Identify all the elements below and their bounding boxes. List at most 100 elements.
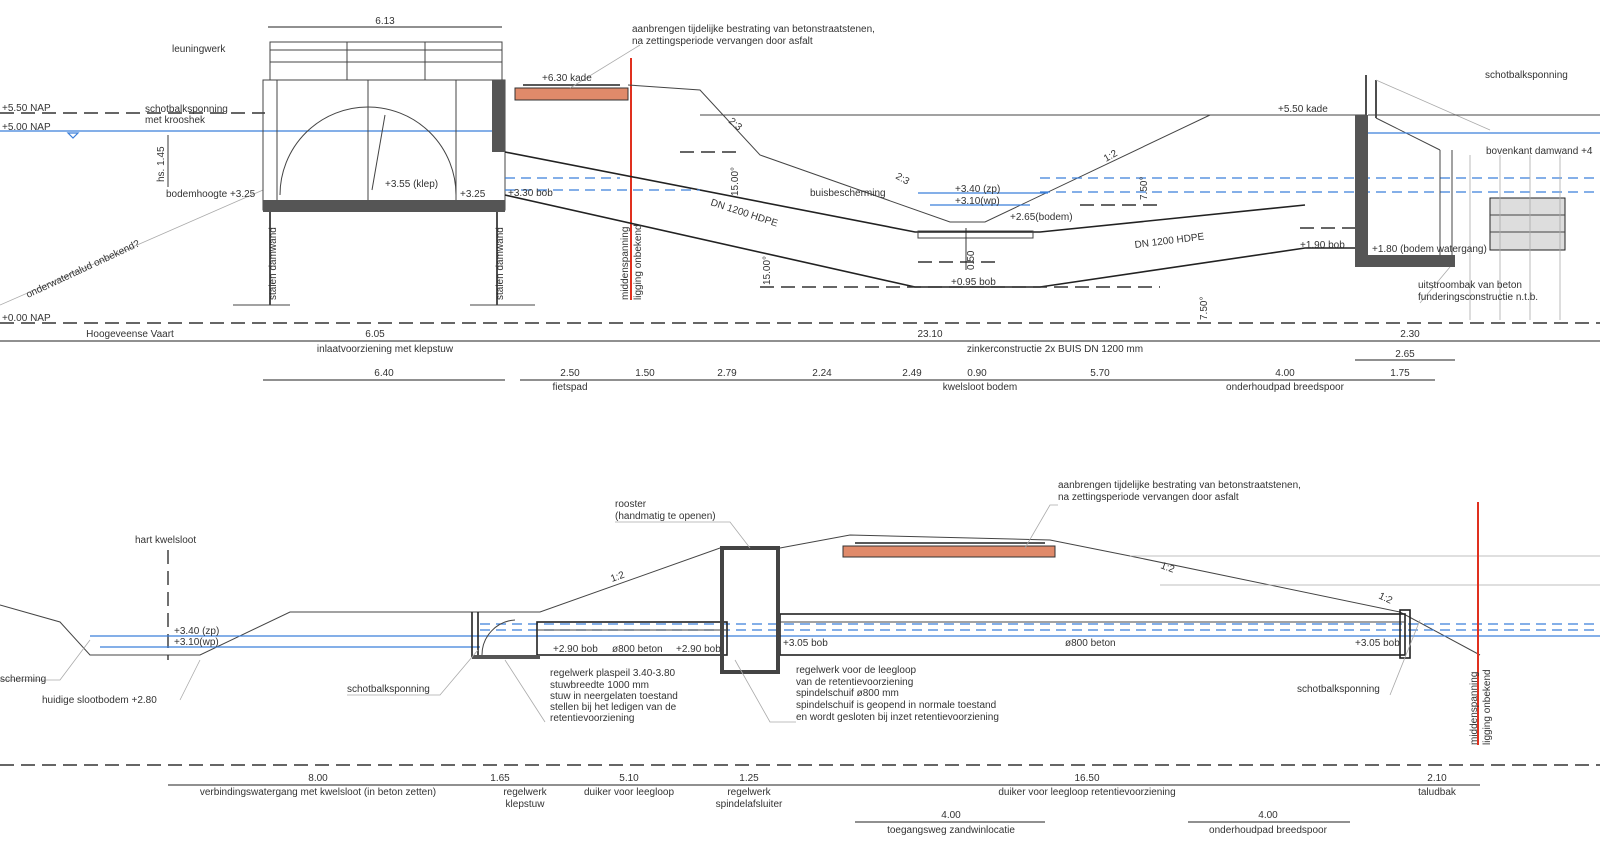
ground-profile-bottom [0, 534, 1481, 656]
label-beton-a: ø800 beton [612, 644, 663, 655]
level-zp-bottom: +3.40 (zp) [174, 626, 219, 637]
level-zp: +3.40 (zp) [955, 184, 1000, 195]
dim-label-klep-1: regelwerk [503, 787, 547, 798]
label-hart-kwelsloot: hart kwelsloot [135, 535, 196, 546]
level-wp: +3.10(wp) [955, 196, 1000, 207]
dim-label-vaart: Hoogeveense Vaart [86, 329, 174, 340]
label-uitstroom-2: funderingsconstructie n.t.b. [1418, 292, 1538, 303]
dim-label-onderhoudpad: onderhoudpad breedspoor [1226, 382, 1345, 393]
dim-label-fietspad: fietspad [552, 382, 587, 393]
label-rooster-2: (handmatig te openen) [615, 511, 716, 522]
dim-label-inlaat: inlaatvoorziening met klepstuw [317, 344, 454, 355]
pipe-protection [917, 230, 1034, 239]
dim-label-zinker: zinkerconstructie 2x BUIS DN 1200 mm [967, 344, 1143, 355]
dim-label-duiker: duiker voor leegloop [584, 787, 674, 798]
pipe-top-line [504, 151, 1306, 233]
pipe-label-right: DN 1200 HDPE [1134, 231, 1205, 250]
level-bob-290-b: +2.90 bob [676, 644, 721, 655]
label-schotbalk-2: met krooshek [145, 115, 206, 126]
slope-2-3-a: 2:3 [726, 116, 744, 134]
dim-250: 2.50 [560, 368, 580, 379]
angle-15-a: 15.00° [730, 167, 741, 196]
paving-bottom [842, 545, 1056, 558]
dim-640: 6.40 [374, 368, 394, 379]
pipe-800-left [536, 621, 728, 656]
level-325: +3.25 [460, 189, 486, 200]
label-damwand-1: stalen damwand [268, 227, 279, 300]
angle-75-a: 7.50° [1139, 177, 1150, 200]
dim-1650: 16.50 [1074, 773, 1099, 784]
bottom-section: aanbrengen tijdelijke bestrating van bet… [0, 480, 1600, 836]
dim-800: 8.00 [308, 773, 328, 784]
dim-570: 5.70 [1090, 368, 1110, 379]
level-kade-550: +5.50 kade [1278, 104, 1328, 115]
level-klep: +3.55 (klep) [385, 179, 438, 190]
label-slootbodem: huidige slootbodem +2.80 [42, 695, 157, 706]
dim-label-toegang: toegangsweg zandwinlocatie [887, 825, 1015, 836]
spindle-shaft [720, 546, 780, 674]
level-kade-630: +6.30 kade [542, 73, 592, 84]
label-buisbescherming: buisbescherming [810, 188, 886, 199]
paving-note-2: na zettingsperiode vervangen door asfalt [632, 36, 813, 47]
level-bob-290-a: +2.90 bob [553, 644, 598, 655]
regelwerk-note-2: van de retentievoorziening [796, 677, 913, 688]
regelwerk-note-1: regelwerk plaspeil 3.40-3.80 [550, 668, 676, 679]
label-cable-bottom-1: middenspanning [1469, 672, 1480, 745]
dim-605: 6.05 [365, 329, 385, 340]
level-bodem: +2.65(bodem) [1010, 212, 1073, 223]
dim-230: 2.30 [1400, 329, 1420, 340]
dim-265: 2.65 [1395, 349, 1415, 360]
dim-label-duiker-ret: duiker voor leegloop retentievoorziening [998, 787, 1175, 798]
paving-note-1: aanbrengen tijdelijke bestrating van bet… [632, 24, 875, 35]
regelwerk-note-2: en wordt gesloten bij inzet retentievoor… [796, 712, 999, 723]
label-schotbalk-right: schotbalksponning [1485, 70, 1568, 81]
dim-224: 2.24 [812, 368, 832, 379]
dim-label-spindel-1: regelwerk [727, 787, 771, 798]
dim-175: 1.75 [1390, 368, 1410, 379]
regelwerk-note-2: spindelschuif is geopend in normale toes… [796, 700, 996, 711]
dim-279: 2.79 [717, 368, 737, 379]
level-bob-305-b: +3.05 bob [1355, 638, 1400, 649]
regelwerk-note-1: stuw in neergelaten toestand [550, 691, 678, 702]
regelwerk-note-2: regelwerk voor de leegloop [796, 665, 917, 676]
dim-150: 1.50 [635, 368, 655, 379]
label-bodemhoogte: bodemhoogte +3.25 [166, 189, 256, 200]
label-cable-2: ligging onbekend [633, 224, 644, 300]
label-beton-b: ø800 beton [1065, 638, 1116, 649]
label-schotbalk-bottom-right: schotbalksponning [1297, 684, 1380, 695]
dim-050: 0.50 [966, 250, 977, 270]
label-cable-1: middenspanning [620, 227, 631, 300]
label-rooster-1: rooster [615, 499, 647, 510]
dim-400-a: 4.00 [941, 810, 961, 821]
dim-2310: 23.10 [917, 329, 942, 340]
angle-75-b: 7.50° [1199, 297, 1210, 320]
dim-400: 4.00 [1275, 368, 1295, 379]
slope-2-3-b: 2:3 [894, 171, 912, 188]
slope-1-2-c: 1:2 [1377, 591, 1395, 607]
dim-label-verbinding: verbindingswatergang met kwelsloot (in b… [200, 787, 436, 798]
label-leuningwerk: leuningwerk [172, 44, 226, 55]
top-section: 6.13 leuningwerk aanbrengen tijdelijke b… [0, 16, 1600, 393]
dim-width-structure: 6.13 [375, 16, 395, 27]
dim-510: 5.10 [619, 773, 639, 784]
regelwerk-note-2: spindelschuif ø800 mm [796, 688, 899, 699]
dim-label-kwelsloot: kwelsloot bodem [943, 382, 1017, 393]
embankment-profile [627, 84, 1211, 223]
level-bob-095: +0.95 bob [951, 277, 996, 288]
level-bob-190: +1.90 bob [1300, 240, 1345, 251]
level-nap-000: +0.00 NAP [2, 313, 51, 324]
water-level-marker-icon [66, 132, 80, 139]
dim-label-spindel-2: spindelafsluiter [716, 799, 783, 810]
dim-090: 0.90 [967, 368, 987, 379]
slope-1-2-b: 1:2 [1159, 560, 1176, 575]
slope-1-2-a: 1:2 [609, 570, 626, 585]
label-bovenkant: bovenkant damwand +4 [1486, 146, 1593, 157]
label-talud: onderwatertalud onbekend? [25, 238, 142, 301]
dim-400-b: 4.00 [1258, 810, 1278, 821]
level-nap-500: +5.00 NAP [2, 122, 51, 133]
dim-210: 2.10 [1427, 773, 1447, 784]
underwater-slope [0, 189, 264, 306]
dim-label-onderhoud: onderhoudpad breedspoor [1209, 825, 1328, 836]
label-uitstroom-1: uitstroombak van beton [1418, 280, 1522, 291]
